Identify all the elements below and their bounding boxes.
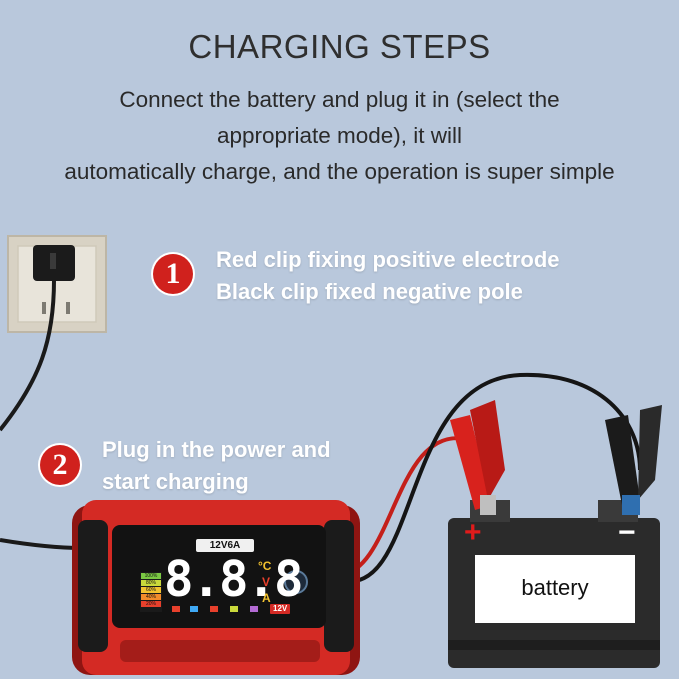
battery-positive-terminal: + bbox=[464, 516, 482, 549]
description-line-3: automatically charge, and the operation … bbox=[64, 159, 615, 184]
page-title: CHARGING STEPS bbox=[188, 28, 491, 65]
level-40: 40% bbox=[145, 594, 156, 600]
unit-amp: A bbox=[262, 591, 271, 605]
description: Connect the battery and plug it in (sele… bbox=[0, 82, 679, 190]
step-1-text: Red clip fixing positive electrode Black… bbox=[216, 244, 560, 308]
step-2-line-1: Plug in the power and bbox=[102, 437, 331, 462]
level-80: 80% bbox=[145, 580, 156, 586]
charge-levels: 100% 80% 60% 40% 20% bbox=[141, 573, 161, 608]
black-cable bbox=[339, 372, 642, 584]
step-1-badge: 1 bbox=[153, 254, 193, 294]
description-line-2: appropriate mode), it will bbox=[216, 123, 463, 148]
red-clamp-icon bbox=[450, 400, 505, 515]
unit-celsius: °C bbox=[258, 559, 272, 573]
battery-label: battery bbox=[521, 575, 589, 600]
unit-volt: V bbox=[262, 575, 271, 589]
power-cable bbox=[0, 279, 56, 432]
charger-digits: 8.8.8 bbox=[164, 551, 304, 608]
wall-outlet-icon bbox=[7, 235, 107, 333]
step-1-line-2: Black clip fixed negative pole bbox=[216, 279, 523, 304]
charger-model-label: 12V6A bbox=[196, 539, 254, 552]
level-100: 100% bbox=[144, 573, 158, 579]
voltage-badge: 12V bbox=[273, 604, 288, 613]
black-clamp-icon bbox=[605, 405, 662, 515]
step-1-line-1: Red clip fixing positive electrode bbox=[216, 247, 560, 272]
level-20: 20% bbox=[145, 601, 156, 607]
description-line-1: Connect the battery and plug it in (sele… bbox=[119, 87, 560, 112]
battery-icon bbox=[448, 500, 660, 668]
step-2-line-2: start charging bbox=[102, 469, 249, 494]
power-cable-charger bbox=[0, 538, 83, 550]
battery-negative-terminal: − bbox=[618, 516, 636, 549]
charger bbox=[72, 500, 360, 675]
step-2-badge: 2 bbox=[40, 445, 80, 485]
level-60: 60% bbox=[145, 587, 156, 593]
step-2-text: Plug in the power and start charging bbox=[102, 434, 331, 498]
